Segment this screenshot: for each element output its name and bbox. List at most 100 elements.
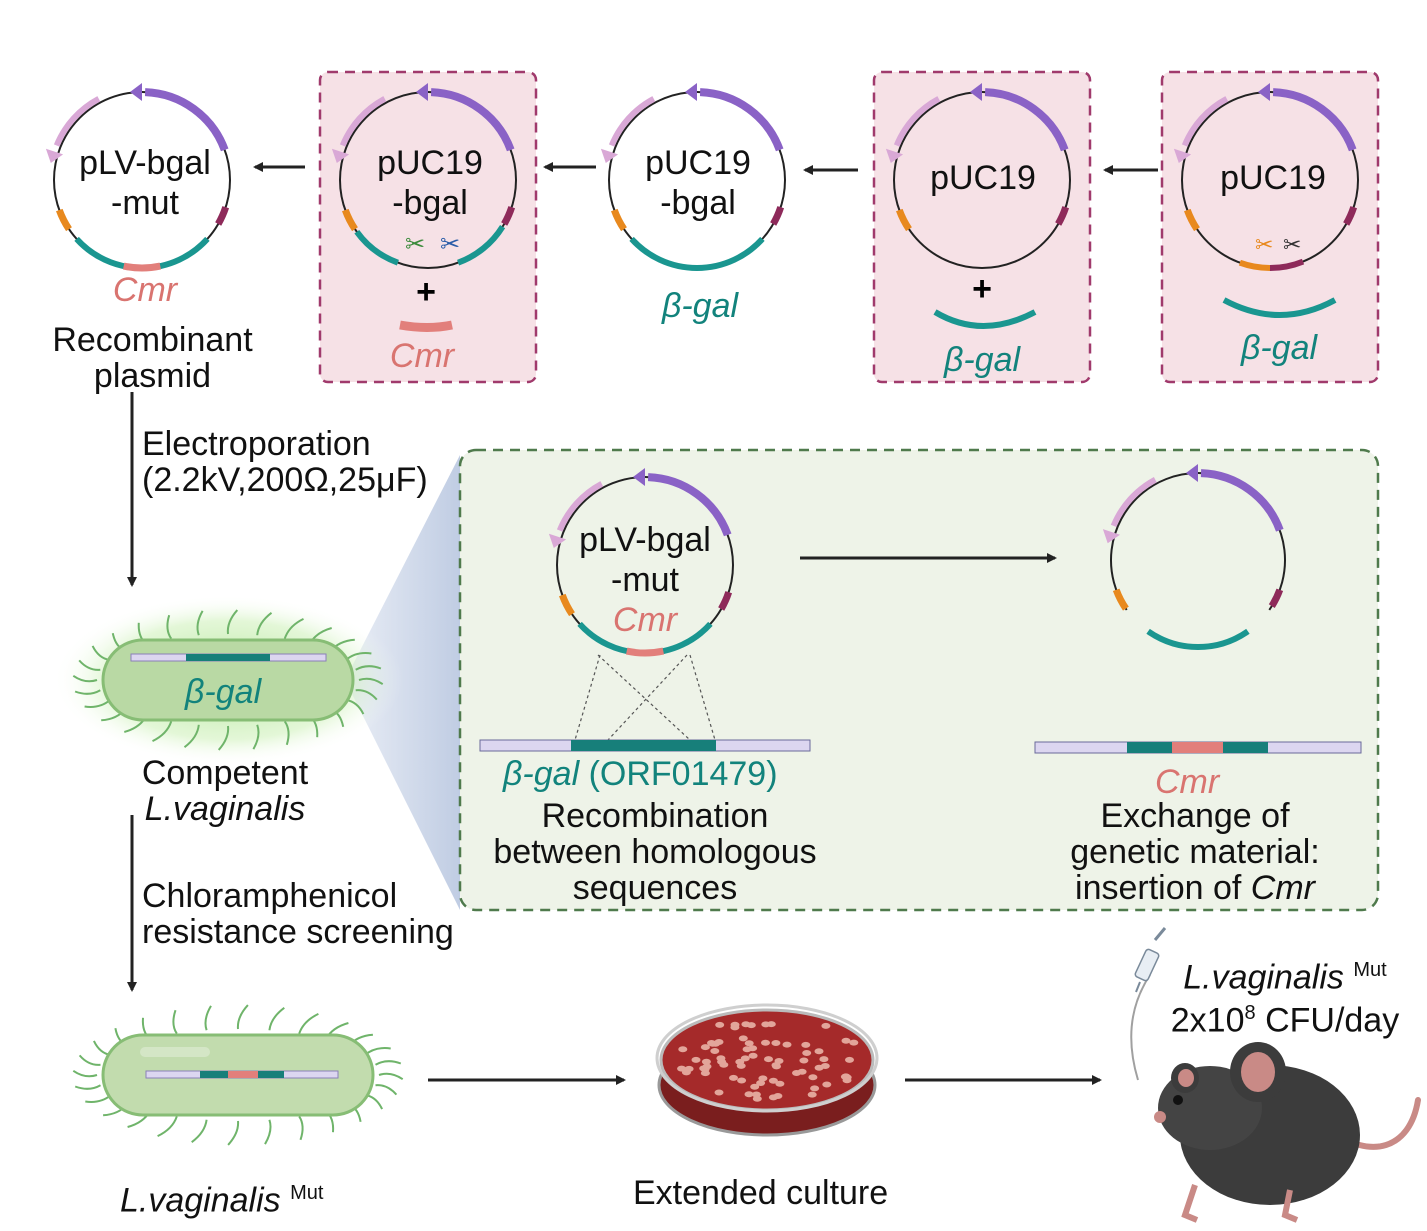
purple-feature xyxy=(699,88,784,152)
colony xyxy=(756,1080,766,1086)
colony xyxy=(701,1058,711,1065)
cilium xyxy=(252,724,260,750)
mutant-cmr-segment xyxy=(228,1071,258,1078)
colony xyxy=(736,1062,746,1069)
colony xyxy=(764,1056,773,1063)
purple-feature xyxy=(984,88,1069,152)
fragment-plasmid-box xyxy=(872,70,1092,384)
cilium xyxy=(358,677,384,686)
lilac-feature-arrowhead xyxy=(1173,148,1192,163)
lilac-feature-arrowhead xyxy=(45,148,64,163)
cilium xyxy=(191,1119,208,1144)
colony xyxy=(744,1091,754,1098)
colony xyxy=(702,1063,712,1070)
lilac-feature-arrowhead xyxy=(331,148,350,163)
cilium xyxy=(78,659,101,671)
colony xyxy=(700,1044,710,1051)
purple-feature xyxy=(430,88,515,152)
colony xyxy=(768,1077,778,1084)
colony xyxy=(822,1081,832,1088)
zoom-after-cmr xyxy=(1172,742,1223,753)
mutant-caption: L.vaginalis Mut xyxy=(120,1181,324,1220)
scissors-icon: ✂ xyxy=(1255,232,1273,257)
bgal-insert xyxy=(629,236,765,271)
plum-feature xyxy=(770,206,785,226)
cilium xyxy=(268,1006,285,1031)
mouse-icon xyxy=(1154,1042,1421,1223)
plum-feature xyxy=(215,206,230,226)
colony xyxy=(746,1022,756,1029)
colony xyxy=(744,1040,754,1047)
syringe-icon xyxy=(1130,927,1167,1081)
orange-feature xyxy=(342,208,358,232)
cilium xyxy=(152,721,173,742)
cilium xyxy=(283,618,304,639)
purple-feature-arrowhead xyxy=(416,83,428,101)
plus-sign-1: + xyxy=(416,273,436,311)
orange-feature xyxy=(56,208,72,232)
cilium xyxy=(236,1004,249,1030)
colony xyxy=(710,1048,720,1054)
cmr-fragment xyxy=(399,320,453,332)
colony xyxy=(715,1021,725,1028)
cilium xyxy=(166,614,173,640)
cilium xyxy=(183,724,200,748)
orange-feature xyxy=(611,208,627,232)
zoom-insert-label: Cmr xyxy=(612,601,678,639)
purple-feature-arrowhead xyxy=(130,83,142,101)
colony xyxy=(758,1075,768,1082)
colony xyxy=(761,1021,771,1028)
purple-feature-arrowhead xyxy=(970,83,982,101)
cilium xyxy=(378,1072,404,1081)
colony xyxy=(740,1055,750,1062)
dose-caption: L.vaginalis Mut 2x108 CFU/day xyxy=(1170,958,1400,1040)
original-plasmid xyxy=(1173,83,1359,272)
cilium xyxy=(256,612,273,636)
chromosome-gene-label: β-gal (ORF01479) xyxy=(503,755,778,793)
cut-plasmid-name: pUC19-bgal xyxy=(377,144,483,222)
cilium xyxy=(355,665,382,671)
purple-feature-arrowhead xyxy=(633,468,645,486)
zoom-plasmid-after xyxy=(1102,464,1286,651)
lilac-feature-arrowhead xyxy=(1102,529,1120,544)
colony xyxy=(730,1021,740,1028)
colony xyxy=(845,1056,854,1063)
cilium xyxy=(72,674,98,683)
colony xyxy=(821,1022,831,1029)
fragment-plasmid-name: pUC19 xyxy=(930,159,1036,197)
zoom-after-teal-left xyxy=(1127,742,1172,753)
colony xyxy=(684,1065,694,1072)
colony xyxy=(691,1056,701,1063)
colony xyxy=(707,1040,716,1046)
cilium xyxy=(298,1115,304,1141)
colony xyxy=(792,1070,801,1076)
lilac-feature xyxy=(1181,96,1229,147)
cilium xyxy=(74,1084,101,1090)
bgal-insert-right xyxy=(457,224,506,266)
colony xyxy=(729,1074,738,1081)
plus-sign-2: + xyxy=(972,270,992,308)
cut-plasmid xyxy=(331,83,517,269)
colony xyxy=(774,1058,784,1064)
fragment-plasmid xyxy=(885,83,1071,269)
colony xyxy=(841,1073,851,1080)
bacterium-gene-label: β-gal xyxy=(185,673,262,711)
colony xyxy=(761,1039,770,1046)
original-plasmid-name: pUC19 xyxy=(1220,159,1326,197)
colony xyxy=(849,1039,859,1046)
cilium xyxy=(74,689,101,695)
bgal-insert xyxy=(74,236,210,271)
plum-feature xyxy=(1268,588,1284,608)
mutant-teal-right xyxy=(258,1071,284,1078)
colony xyxy=(807,1091,817,1098)
colony xyxy=(738,1035,748,1042)
zoom-plasmid-before xyxy=(548,468,734,657)
colony xyxy=(814,1048,824,1055)
cut-plasmid-box xyxy=(318,70,538,384)
lilac-feature xyxy=(339,96,387,147)
colony xyxy=(752,1095,762,1102)
colony xyxy=(808,1074,818,1081)
extended-culture-caption: Extended culture xyxy=(633,1174,889,1212)
